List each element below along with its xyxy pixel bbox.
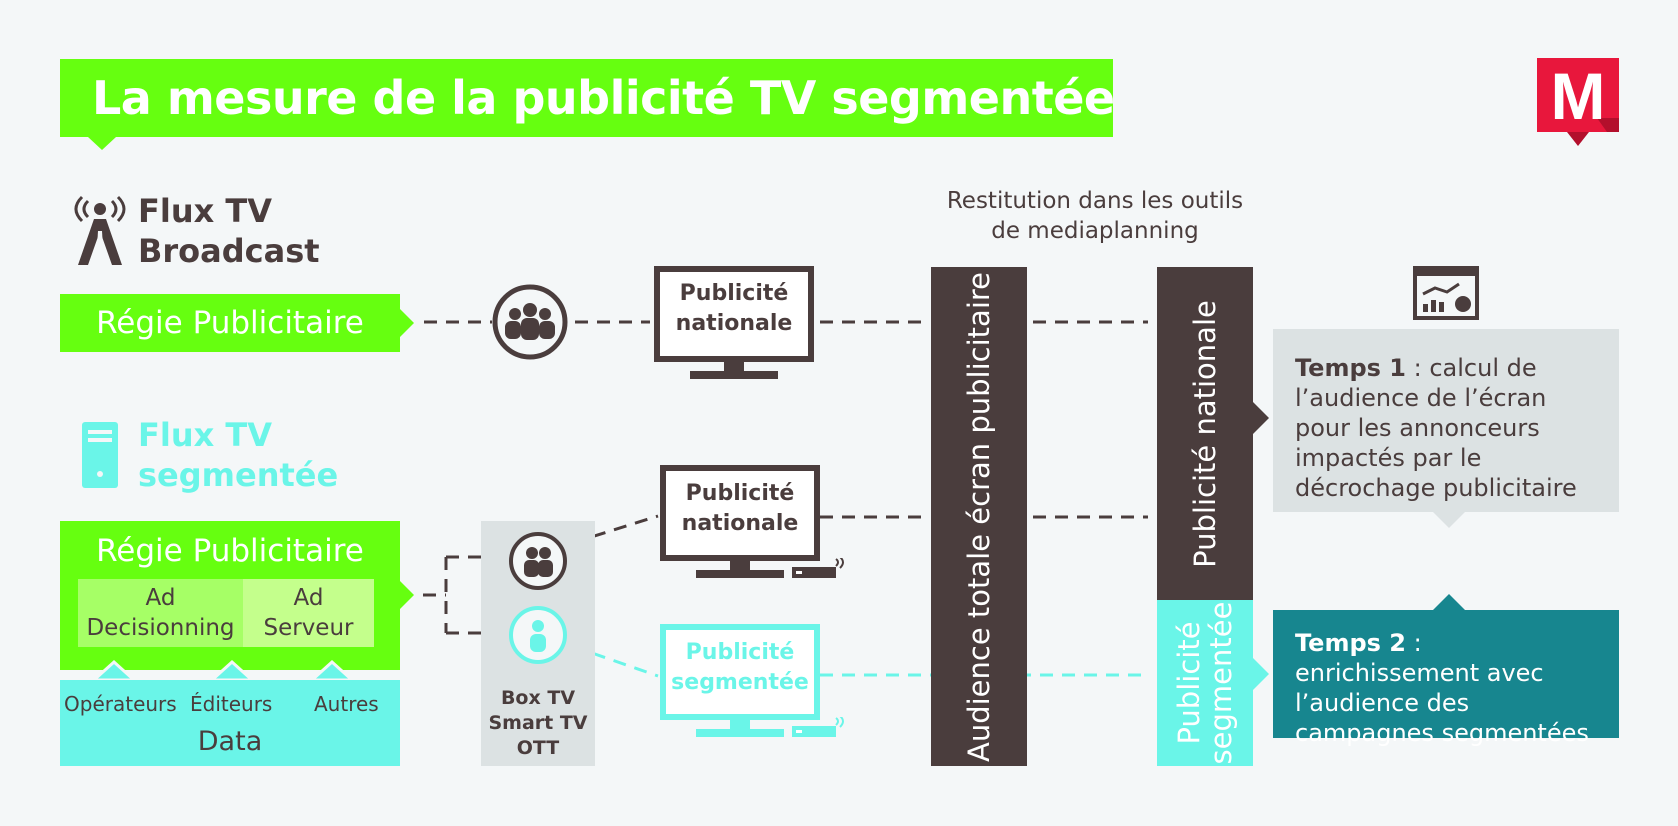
data-operateurs: Opérateurs [64, 692, 177, 716]
regie-broadcast: Régie Publicitaire [60, 294, 414, 352]
set-top-box-icon [792, 558, 844, 578]
group-icon [492, 284, 568, 360]
data-label: Data [197, 726, 263, 757]
device-list: Box TV Smart TV OTT [488, 687, 588, 759]
tv-icon [660, 465, 820, 578]
tv3-label: Publicité segmentée [671, 640, 809, 695]
data-box: Opérateurs Éditeurs Autres Data [60, 680, 400, 766]
antenna-icon [74, 195, 126, 265]
logo-icon: M [1537, 58, 1619, 146]
data-autres: Autres [314, 692, 379, 716]
person-icon [509, 606, 567, 664]
data-arrows [90, 659, 356, 682]
group-icon [509, 532, 567, 590]
flux-segmentee-label: Flux TV segmentée [138, 416, 339, 494]
title-banner: La mesure de la publicité TV segmentée [60, 59, 1115, 150]
tv-icon [660, 624, 820, 737]
data-editeurs: Éditeurs [190, 692, 273, 716]
temps2-callout: Temps 2 : enrichissement avec l’audience… [1273, 594, 1619, 747]
flux-broadcast-label: Flux TV Broadcast [138, 192, 320, 270]
publicite-segmentee-bar: Publicité segmentée [1157, 600, 1269, 766]
page-title: La mesure de la publicité TV segmentée [92, 71, 1115, 125]
dashboard-icon [1413, 266, 1479, 320]
temps1-callout: Temps 1 : calcul de l’audience de l’écra… [1273, 329, 1619, 528]
publicite-nationale-bar: Publicité nationale [1157, 267, 1269, 600]
tv-icon [654, 266, 814, 379]
set-top-box-icon [792, 717, 844, 737]
tv1-label: Publicité nationale [675, 281, 793, 336]
restitution-label: Restitution dans les outils de mediaplan… [946, 188, 1244, 244]
audience-bar: Audience totale écran publicitaire [931, 267, 1027, 766]
tv-box-icon [82, 422, 118, 488]
tv2-label: Publicité nationale [681, 481, 799, 536]
logo-letter: M [1551, 59, 1606, 133]
device-column: Box TV Smart TV OTT [481, 521, 595, 766]
